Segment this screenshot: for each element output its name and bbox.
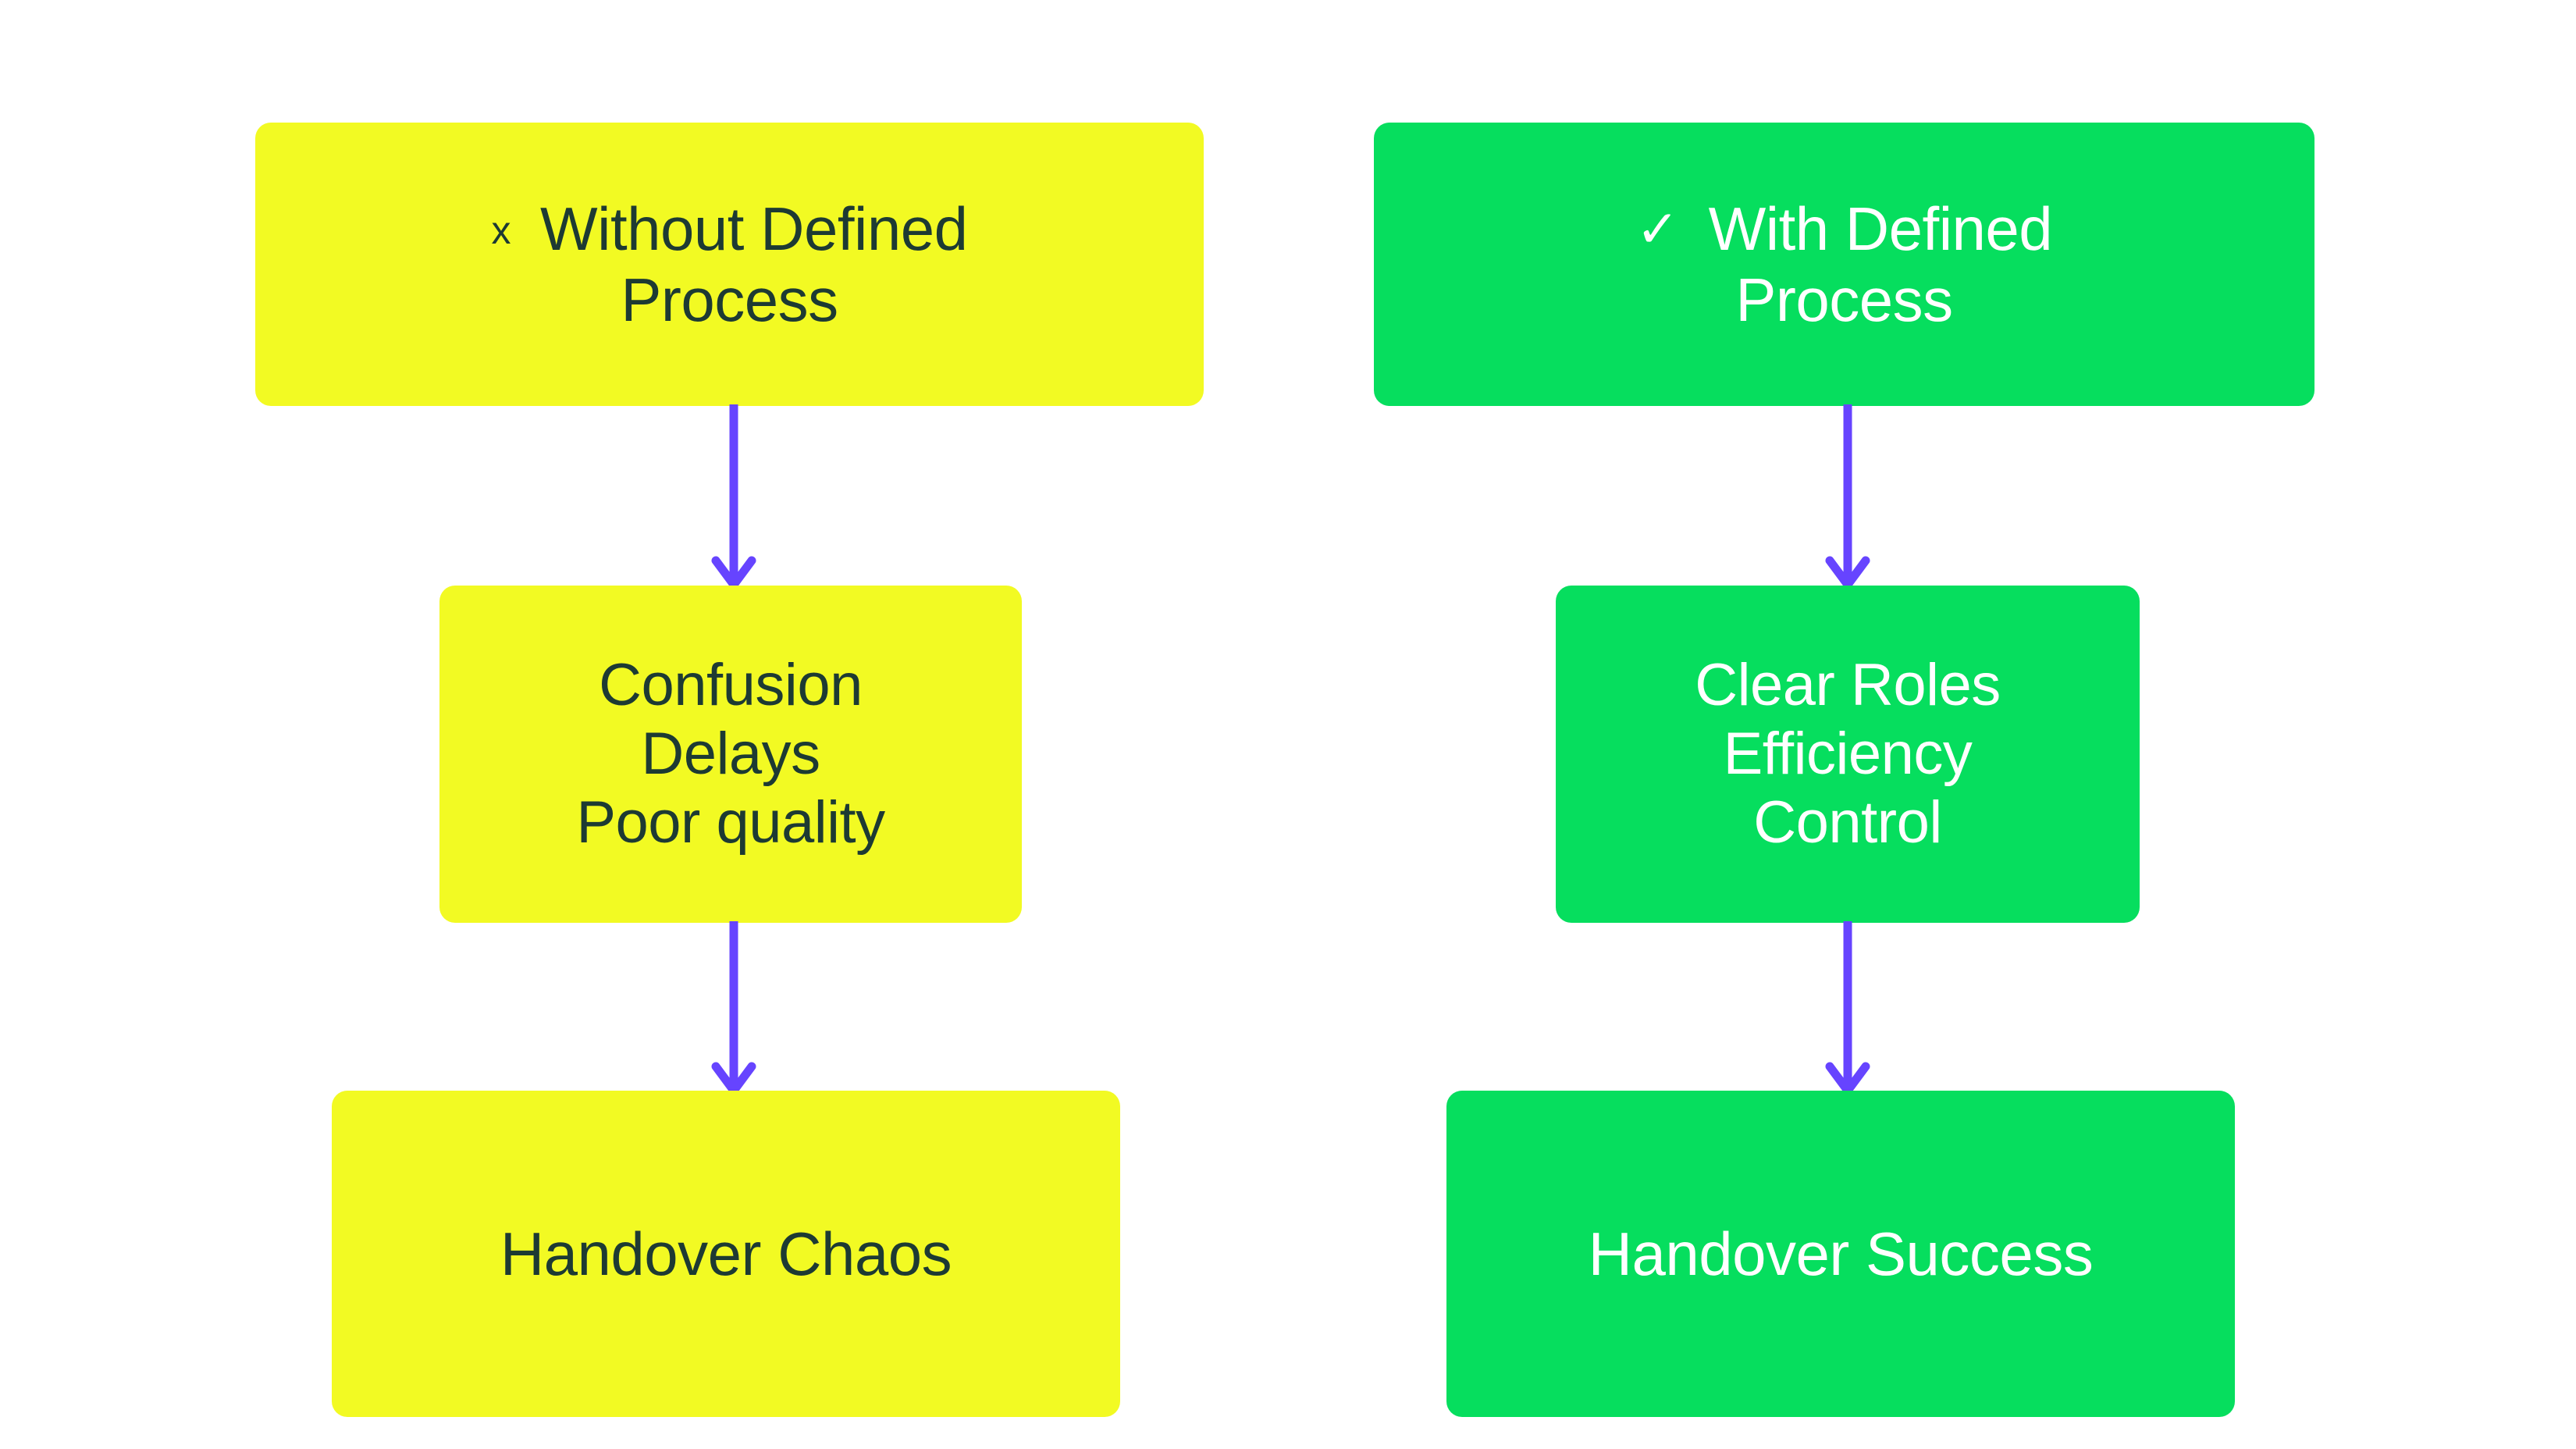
node-line-2: Delays bbox=[641, 720, 820, 787]
node-line-1: Handover Success bbox=[1588, 1219, 2094, 1288]
arrow-right-top bbox=[1825, 404, 1870, 589]
node-line-2: Process bbox=[1735, 265, 1953, 334]
x-mark-icon: x bbox=[491, 208, 511, 253]
node-without-defined-process[interactable]: x Without Defined Process bbox=[255, 123, 1204, 406]
arrow-right-bottom bbox=[1825, 921, 1870, 1095]
arrow-left-bottom bbox=[711, 921, 756, 1095]
node-headline: x Without Defined bbox=[492, 194, 968, 264]
node-line-3: Control bbox=[1753, 789, 1942, 856]
node-line-1: With Defined bbox=[1708, 194, 2053, 264]
node-line-2: Process bbox=[621, 265, 838, 334]
node-headline: ✓ With Defined bbox=[1635, 194, 2053, 264]
node-line-1: Clear Roles bbox=[1695, 651, 2001, 718]
node-handover-chaos[interactable]: Handover Chaos bbox=[332, 1091, 1120, 1417]
node-with-defined-process[interactable]: ✓ With Defined Process bbox=[1374, 123, 2314, 406]
node-confusion-delays-poor-quality[interactable]: Confusion Delays Poor quality bbox=[439, 586, 1022, 923]
node-line-1: Without Defined bbox=[540, 194, 968, 264]
node-handover-success[interactable]: Handover Success bbox=[1446, 1091, 2235, 1417]
node-line-1: Handover Chaos bbox=[500, 1219, 952, 1288]
node-line-2: Efficiency bbox=[1723, 720, 1973, 787]
node-line-1: Confusion bbox=[599, 651, 863, 718]
node-clear-roles-efficiency-control[interactable]: Clear Roles Efficiency Control bbox=[1556, 586, 2140, 923]
node-line-3: Poor quality bbox=[576, 789, 885, 856]
arrow-left-top bbox=[711, 404, 756, 589]
check-mark-icon: ✓ bbox=[1635, 200, 1679, 258]
